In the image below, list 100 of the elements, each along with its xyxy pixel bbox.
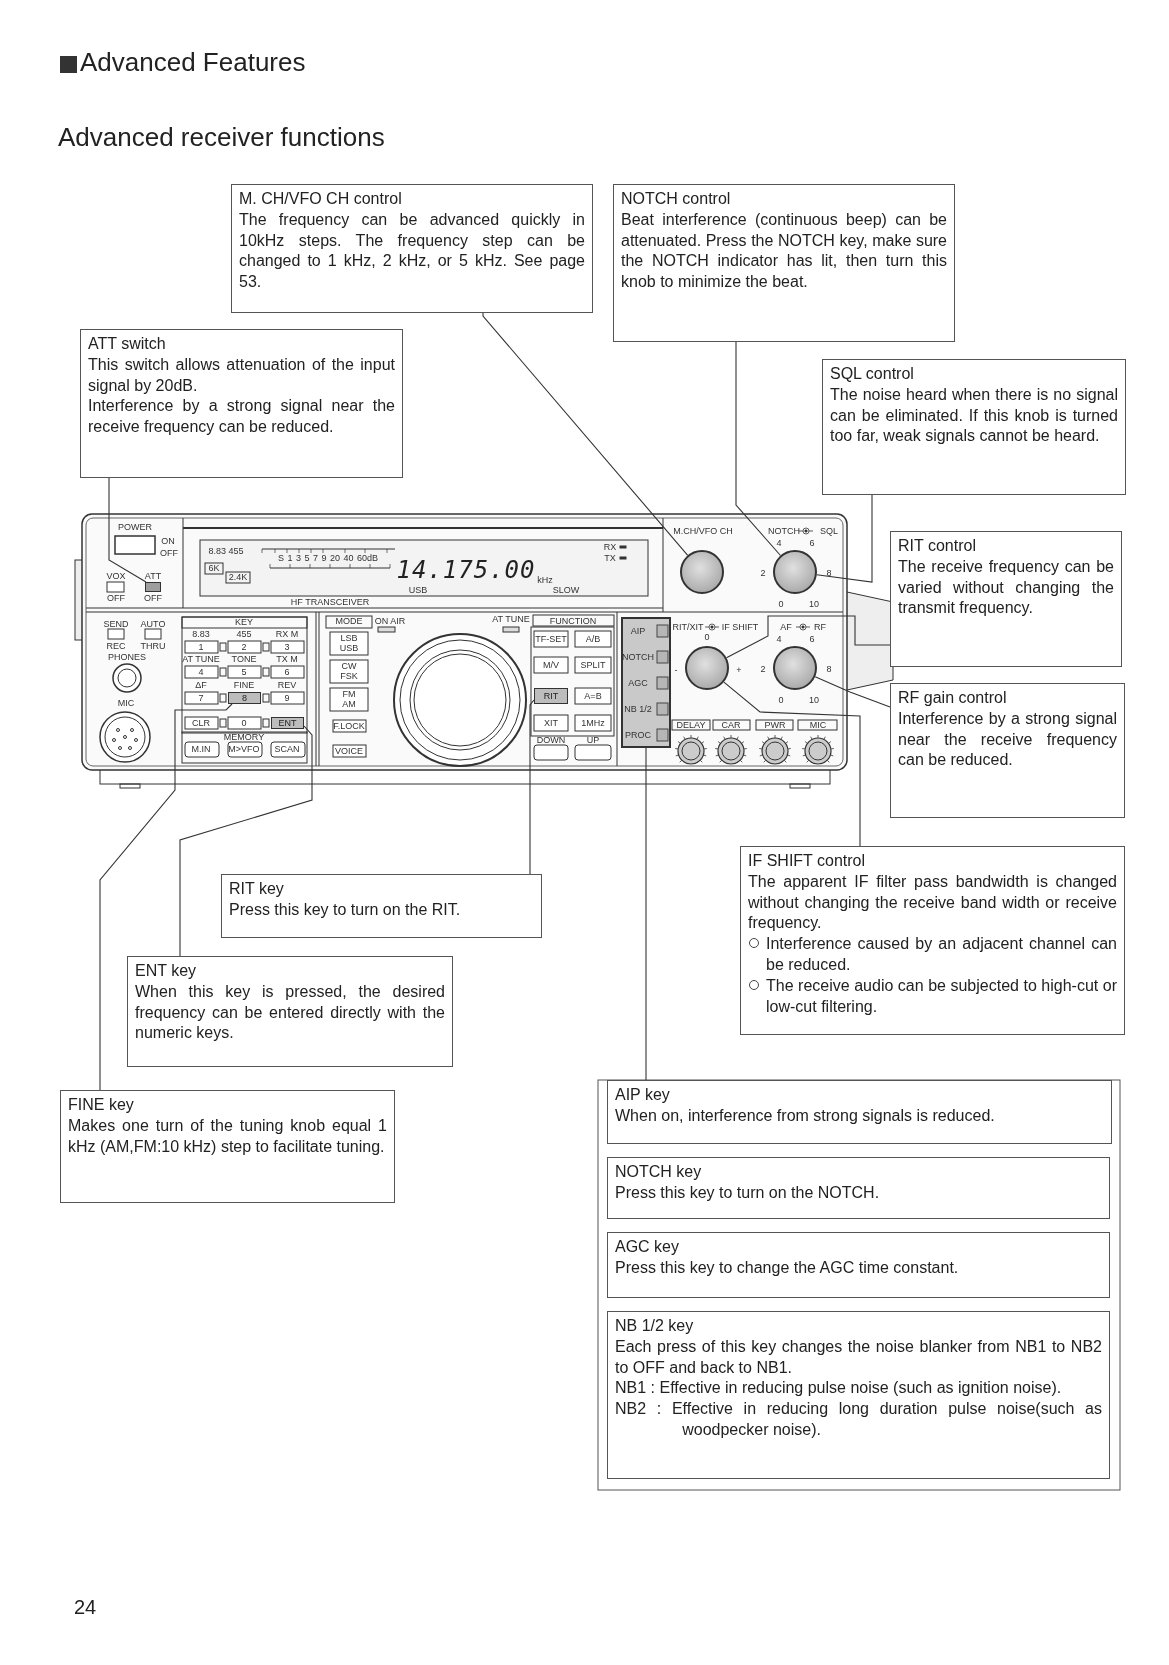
panel-label: PHONES [108,652,146,662]
panel-label: RX M [275,629,299,639]
leader-line [179,725,313,957]
panel-label: HF TRANSCEIVER [290,597,370,607]
panel-label: 455 [236,629,252,639]
callout-text: NB2 : Effective in reducing long duration pulse noise(such as woodpecker noise). [615,1399,1102,1440]
callout-text: Interference by a strong signal near the receive frequency can be reduced. [88,396,395,438]
panel-label: A/B [585,634,601,644]
panel-label: SPLIT [580,660,606,670]
panel-label: 6K [208,563,220,573]
callout-text: Makes one turn of the tuning knob equal 1 kHz (AM,FM:10 kHz) step to facilitate tuning. [68,1115,387,1157]
panel-label: VOICE [335,746,363,756]
callout-heading: FINE key [68,1095,135,1115]
callout-text: Press this key to change the AGC time constant. [615,1257,960,1278]
panel-label: OFF [107,593,125,603]
panel-label: 6 [284,667,290,677]
panel-label: TX M [276,654,298,664]
callout-box [127,956,453,1067]
panel-label: M/V [543,660,559,670]
panel-label: DOWN [536,735,566,745]
button-strip [621,617,671,748]
callout-text: NB1 : Effective in reducing pulse noise (such as ignition noise). [615,1378,1063,1399]
leader-line [645,747,647,1081]
panel-label: 10 [809,695,819,705]
leader-line [99,703,233,1091]
callout-heading: IF SHIFT control [748,851,867,871]
panel-label: M.IN [191,744,211,754]
panel-label: CAR [721,720,741,730]
callout-text: Interference by a strong signal near the receive frequency can be reduced. [898,708,1117,771]
panel-label: AT TUNE [492,614,530,624]
panel-label: MODE [335,616,363,626]
panel-key: RIT [534,688,568,704]
panel-label: TX [604,553,616,563]
callout-text: Press this key to turn on the RIT. [229,899,462,920]
panel-label: USB [408,585,428,595]
panel-label: SCAN [274,744,300,754]
callout-text: Interference caused by an adjacent channel can be reduced. [766,934,1117,975]
panel-label: IF SHIFT [721,622,759,632]
panel-label: 8 [826,568,832,578]
panel-label: PROC [625,730,651,740]
leader-line [814,676,891,708]
panel-label: S 1 3 5 7 9 20 40 60dB [277,553,379,563]
section-heading: Advanced receiver functions [58,124,385,150]
callout-box [890,531,1122,667]
panel-label: ON [161,536,175,546]
callout-box [221,874,542,938]
leader-line [723,681,861,847]
panel-label: SLOW [552,585,580,595]
callout-heading: NOTCH control [621,189,732,209]
panel-label: MIC [117,698,135,708]
panel-label: 7 [198,693,204,703]
panel-label: AUTO [140,619,166,629]
panel-label: - [674,665,678,675]
callout-box [822,359,1126,495]
panel-label: kHz [537,575,553,585]
panel-label: A=B [584,691,602,701]
callout-heading: ENT key [135,961,198,981]
leader-line [735,341,782,557]
panel-label: CW FSK [339,660,359,682]
panel-label: 2 [241,642,247,652]
panel-label: MIC [809,720,827,730]
panel-label: RIT/XIT [672,622,704,632]
callout-box [607,1080,1112,1144]
panel-label: 8 [826,664,832,674]
panel-label: LSB USB [339,632,359,654]
callout-heading: AGC key [615,1237,680,1257]
panel-label: 0 [241,718,247,728]
callout-text: The receive frequency can be varied without changing the transmit frequency. [898,556,1114,619]
callout-box [60,1090,395,1203]
panel-key: ENT [271,717,304,729]
panel-label: NOTCH [622,652,654,662]
panel-label: AF [780,622,792,632]
panel-label: 9 [284,693,290,703]
page-title: Advanced Features [80,48,306,77]
callout-box [231,184,593,313]
panel-label: AIP [630,626,646,636]
leader-line [725,615,891,659]
callout-text: The receive audio can be subjected to high-cut or low-cut filtering. [766,975,1117,1017]
panel-label: PWR [764,720,786,730]
panel-key [145,582,161,592]
panel-label: AGC [628,678,648,688]
callout-text: The noise heard when there is no signal can be eliminated. If this knob is turned too far, weak signals cannot be heard. [830,384,1118,447]
callout-box [607,1157,1110,1219]
callout-text: When this key is pressed, the desired frequency can be entered directly with the numeric keys. [135,981,445,1044]
leader-line [816,494,873,583]
panel-label: NB 1/2 [623,703,653,715]
panel-label: XIT [544,718,558,728]
panel-label: SQL [820,526,838,536]
callout-text: The frequency can be advanced quickly in 10kHz steps. The frequency step can be changed to 1 kHz, 2 kHz, or 5 kHz. See page 53. [239,209,585,293]
panel-label: THRU [140,641,166,651]
leader-line [482,312,689,556]
callout-text: This switch allows attenuation of the input signal by 20dB. [88,354,395,396]
panel-label: F.LOCK [333,721,365,731]
panel-label: 4 [776,634,782,644]
panel-label: 2.4K [228,572,248,582]
callout-text: When on, interference from strong signals is reduced. [615,1105,996,1126]
panel-label: RX [603,542,617,552]
callout-heading: M. CH/VFO CH control [239,189,403,209]
panel-label: 8.83 455 [208,546,244,556]
callout-box [607,1232,1110,1298]
